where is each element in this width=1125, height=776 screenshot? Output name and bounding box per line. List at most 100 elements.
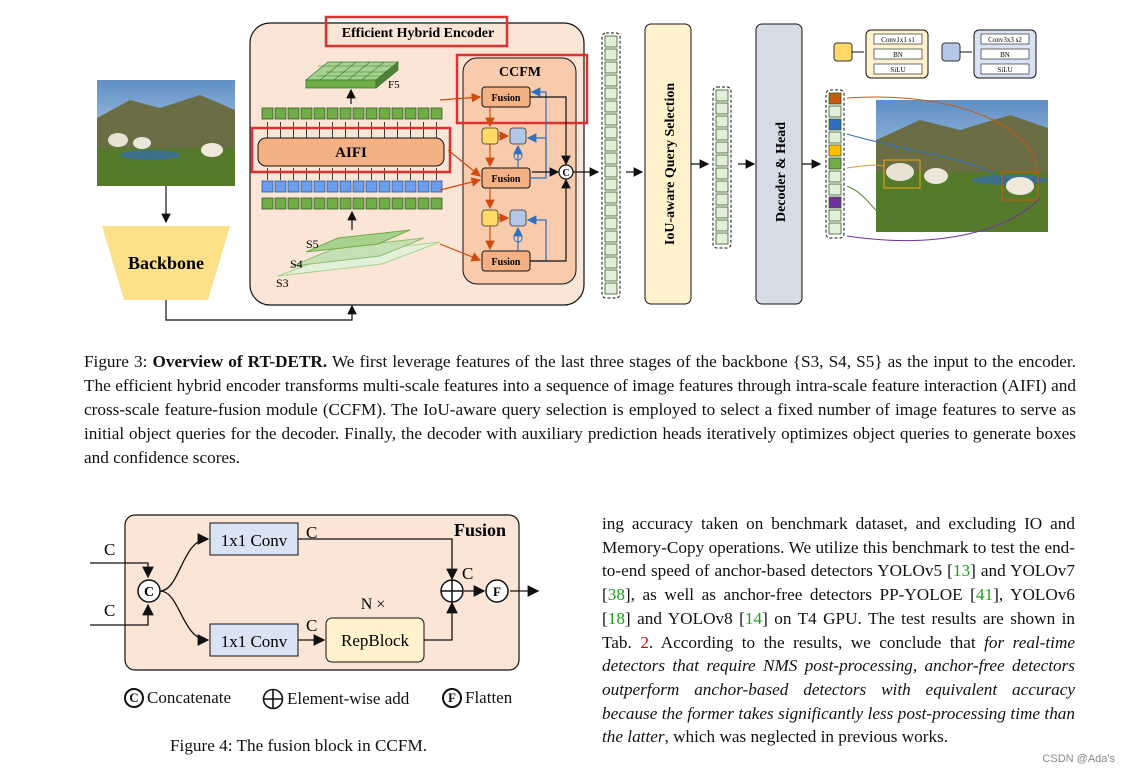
column-token [715, 206, 729, 219]
token-row-blue [261, 180, 443, 193]
conv3x3-line2: BN [1000, 51, 1010, 59]
column-token [828, 170, 842, 183]
c-label-add: C [462, 564, 473, 583]
column-token [715, 89, 729, 102]
column-token [604, 165, 618, 178]
conv3x3-line1: Conv3x3 s2 [988, 36, 1022, 44]
feature-token [300, 180, 313, 193]
feature-token [365, 197, 378, 210]
citation-41[interactable]: 41 [975, 585, 994, 605]
feature-token [274, 197, 287, 210]
feature-token [404, 197, 417, 210]
column-token [715, 167, 729, 180]
concat-node-symbol: C [144, 585, 154, 600]
decoder-label: Decoder & Head [774, 122, 789, 222]
feature-token [287, 197, 300, 210]
figure-3-text: We first leverage features of the last t… [84, 352, 1077, 467]
citation-14[interactable]: 14 [744, 608, 763, 628]
column-token [604, 178, 618, 191]
legend-concatenate: C Concatenate [124, 688, 231, 708]
add-legend-icon [262, 688, 284, 710]
column-token [604, 217, 618, 230]
c-label-conv-bottom: C [306, 616, 317, 635]
para-t7: . According to the results, we conclude … [648, 632, 985, 652]
concat-symbol: C [562, 168, 569, 179]
conv3x3-legend [941, 29, 1037, 79]
figure-3-label: Figure 3: [84, 352, 148, 371]
column-token [715, 219, 729, 232]
column-token [828, 131, 842, 144]
s4-label: S4 [290, 257, 303, 271]
column-token [715, 193, 729, 206]
figure-3: Backbone Efficient Hybrid Encoder S5 S4 … [97, 15, 1048, 321]
ccfm-title: CCFM [499, 65, 541, 80]
column-token [715, 102, 729, 115]
feature-token [300, 197, 313, 210]
ccfm-highlight [455, 53, 589, 125]
token-arrows [267, 122, 437, 180]
figure-4-caption: Figure 4: The fusion block in CCFM. [170, 736, 428, 755]
conv3x3-line3: SiLU [997, 66, 1012, 74]
para-italic: for real-time detectors that require NMS… [602, 632, 1076, 747]
citation-13[interactable]: 13 [952, 561, 971, 581]
feature-token [352, 180, 365, 193]
iou-query-label: IoU-aware Query Selection [663, 83, 678, 245]
table-ref-2[interactable]: 2 [640, 632, 649, 652]
backbone-label: Backbone [128, 253, 204, 273]
column-token [604, 243, 618, 256]
citation-18[interactable]: 18 [607, 608, 625, 628]
feature-token [391, 107, 404, 120]
feature-token [391, 180, 404, 193]
column-token [715, 141, 729, 154]
feature-token [430, 180, 443, 193]
concat-node [137, 579, 161, 603]
s3-label: S3 [276, 276, 289, 290]
feature-token [352, 107, 365, 120]
f5-label: F5 [388, 79, 400, 91]
legend-flatten: F Flatten [442, 688, 512, 708]
feature-token [261, 180, 274, 193]
s5-label: S5 [306, 237, 319, 251]
column-token [715, 154, 729, 167]
para-t4: ], YOLOv6 [ [602, 585, 1075, 628]
column-token [604, 282, 618, 295]
n-times-label: N × [361, 596, 386, 613]
feature-token [378, 107, 391, 120]
feature-token [352, 197, 365, 210]
flatten-node [485, 579, 509, 603]
detection-lines [846, 96, 1041, 241]
column-token [828, 183, 842, 196]
feature-token [287, 180, 300, 193]
citation-38[interactable]: 38 [607, 585, 625, 605]
column-token [604, 191, 618, 204]
column-token [828, 144, 842, 157]
feature-token [313, 197, 326, 210]
feature-token [287, 107, 300, 120]
watermark: CSDN @Ada's [1042, 753, 1115, 765]
body-paragraph: ing accuracy taken on benchmark dataset,… [602, 512, 1075, 749]
token-column-outline [712, 86, 732, 249]
feature-token [404, 180, 417, 193]
column-token [604, 35, 618, 48]
legend-concat-text: Concatenate [147, 688, 232, 707]
encoder-title: Efficient Hybrid Encoder [342, 26, 494, 41]
c-label-in-top: C [104, 540, 115, 559]
fusion-label-bottom: Fusion [492, 257, 521, 268]
c-label-in-bottom: C [104, 601, 115, 620]
column-token [715, 128, 729, 141]
feature-token [339, 107, 352, 120]
backbone-block [102, 226, 230, 300]
para-t6: ] on T4 GPU. The test results are shown … [602, 608, 1075, 652]
legend-element-wise-add: Element-wise add [262, 688, 409, 710]
legend-flatten-text: Flatten [465, 688, 513, 707]
feature-token [378, 180, 391, 193]
conv1x1-line3: SiLU [890, 66, 905, 74]
column-token [604, 269, 618, 282]
aifi-highlight [250, 126, 452, 174]
legend-add-text: Element-wise add [287, 689, 410, 708]
feature-token [326, 107, 339, 120]
fusion-title: Fusion [454, 520, 506, 540]
feature-token [313, 107, 326, 120]
output-image [876, 100, 1048, 232]
column-token [604, 100, 618, 113]
